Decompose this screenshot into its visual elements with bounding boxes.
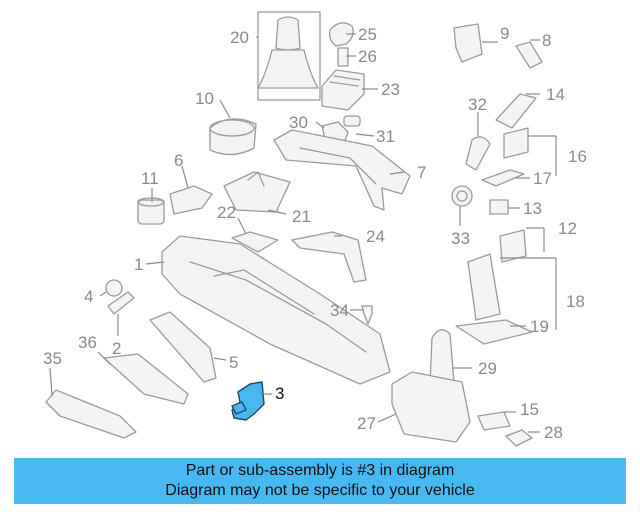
label-32: 32 (468, 95, 487, 114)
part-24 (291, 231, 367, 283)
part-25-knob (328, 22, 354, 67)
part-14 (495, 93, 537, 129)
label-7: 7 (417, 163, 427, 182)
part-7-console-top (273, 129, 411, 211)
banner-line-disclaimer: Diagram may not be specific to your vehi… (165, 482, 475, 499)
label-28: 28 (544, 423, 563, 442)
diagram-drawing (45, 11, 557, 447)
part-20-shift-boot (257, 11, 321, 101)
part-9 (453, 23, 483, 63)
label-26: 26 (358, 47, 377, 66)
label-20: 20 (230, 28, 249, 47)
label-6: 6 (174, 151, 184, 170)
label-9: 9 (500, 24, 510, 43)
part-13 (489, 199, 509, 215)
part-17 (481, 169, 525, 187)
label-11: 11 (141, 169, 159, 188)
part-2 (107, 291, 135, 315)
label-4: 4 (84, 287, 94, 306)
label-13: 13 (523, 199, 542, 218)
part-33 (451, 185, 473, 207)
part-19 (455, 319, 533, 345)
label-8: 8 (542, 31, 552, 50)
part-27 (391, 371, 471, 443)
part-4 (105, 279, 123, 297)
part-32 (465, 136, 491, 171)
label-16: 16 (568, 147, 587, 166)
part-36 (103, 353, 189, 405)
label-14: 14 (546, 85, 565, 104)
label-33: 33 (451, 229, 470, 248)
leader-lines (49, 33, 557, 433)
part-3-highlighted (231, 381, 265, 421)
part-18 (467, 253, 501, 321)
label-18: 18 (566, 292, 585, 311)
label-29: 29 (478, 359, 497, 378)
banner-line-part-number: Part or sub-assembly is #3 in diagram (185, 462, 455, 479)
part-28 (505, 429, 533, 447)
label-27: 27 (357, 414, 376, 433)
part-31 (343, 115, 361, 127)
label-1: 1 (134, 255, 144, 274)
part-34 (361, 305, 373, 325)
part-11 (137, 197, 165, 225)
part-12 (499, 229, 527, 263)
part-10 (209, 118, 257, 156)
label-24: 24 (366, 227, 385, 246)
parts-diagram: 20 25 26 23 9 8 10 32 14 30 31 16 6 7 11… (43, 11, 587, 447)
label-15: 15 (520, 400, 539, 419)
label-35: 35 (43, 349, 62, 368)
info-banner: Part or sub-assembly is #3 in diagram Di… (14, 458, 626, 504)
label-12: 12 (558, 219, 577, 238)
label-25: 25 (358, 25, 377, 44)
part-16 (503, 127, 529, 159)
part-35 (45, 389, 137, 439)
label-30: 30 (289, 113, 308, 132)
part-22 (231, 231, 279, 253)
label-2: 2 (112, 339, 122, 358)
part-1-main-console (161, 235, 391, 385)
part-8 (515, 41, 543, 69)
label-5: 5 (229, 353, 239, 372)
part-21 (223, 171, 291, 213)
part-23-shifter-base (321, 69, 365, 111)
label-31: 31 (376, 127, 395, 146)
label-22: 22 (217, 203, 236, 222)
part-5 (149, 311, 217, 383)
label-23: 23 (381, 80, 400, 99)
part-6 (169, 185, 213, 215)
part-15 (477, 411, 511, 431)
label-36: 36 (78, 333, 97, 352)
label-10: 10 (195, 89, 214, 108)
label-17: 17 (533, 169, 552, 188)
label-34: 34 (330, 301, 349, 320)
label-19: 19 (530, 317, 549, 336)
label-3-highlighted: 3 (275, 384, 285, 403)
label-21: 21 (292, 207, 311, 226)
